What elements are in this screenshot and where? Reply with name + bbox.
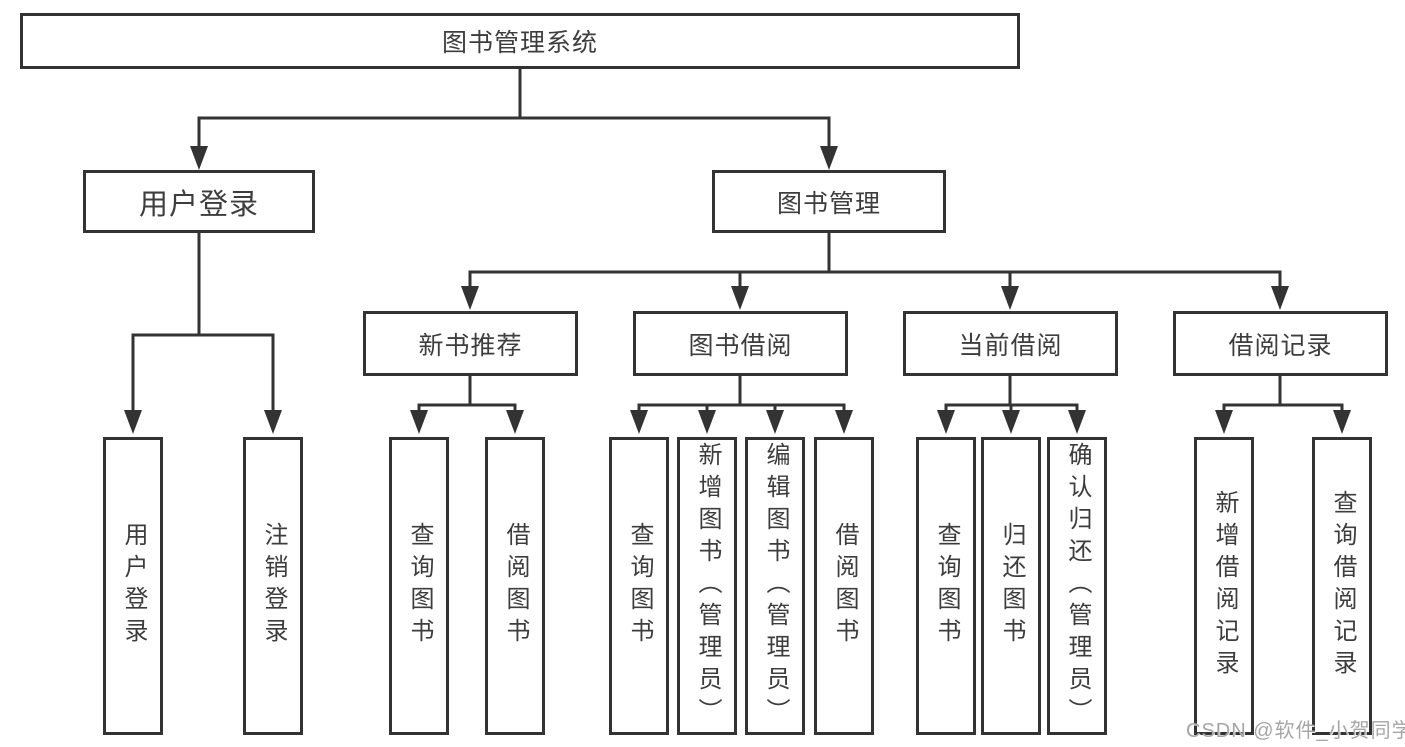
leaf-user-login: 用户登录 bbox=[103, 437, 163, 735]
node-label: 图书管理 bbox=[776, 189, 881, 218]
leaf-query-books-borrowing: 查询图书 bbox=[609, 437, 669, 735]
leaf-logout: 注销登录 bbox=[243, 437, 303, 735]
leaf-confirm-return-admin: 确认归还（管理员） bbox=[1047, 437, 1107, 735]
leaf-query-books-recommend: 查询图书 bbox=[389, 437, 449, 735]
node-label: 查询借阅记录 bbox=[1329, 490, 1356, 682]
node-label: 新增借阅记录 bbox=[1211, 490, 1238, 682]
node-library-management-system: 图书管理系统 bbox=[20, 13, 1020, 69]
node-book-borrowing: 图书借阅 bbox=[633, 311, 848, 376]
leaf-edit-books-admin: 编辑图书（管理员） bbox=[745, 437, 805, 735]
node-borrowing-records: 借阅记录 bbox=[1173, 311, 1388, 376]
node-label: 新增图书（管理员） bbox=[694, 442, 721, 730]
node-label: 图书借阅 bbox=[688, 331, 793, 360]
leaf-query-books-current: 查询图书 bbox=[916, 437, 976, 735]
node-label: 用户登录 bbox=[120, 522, 147, 650]
csdn-watermark: CSDN @软件_小贺同学 bbox=[1186, 720, 1405, 742]
leaf-query-borrow-record: 查询借阅记录 bbox=[1312, 437, 1372, 735]
leaf-return-books: 归还图书 bbox=[981, 437, 1041, 735]
node-label: 查询图书 bbox=[626, 522, 653, 650]
node-label: 用户登录 bbox=[138, 188, 259, 221]
node-label: 新书推荐 bbox=[418, 331, 523, 360]
node-label: 图书管理系统 bbox=[441, 29, 598, 57]
node-current-borrowing: 当前借阅 bbox=[903, 311, 1118, 376]
leaf-add-books-admin: 新增图书（管理员） bbox=[677, 437, 737, 735]
node-label: 当前借阅 bbox=[958, 331, 1063, 360]
node-label: 编辑图书（管理员） bbox=[762, 442, 789, 730]
leaf-borrow-books: 借阅图书 bbox=[814, 437, 874, 735]
node-book-management: 图书管理 bbox=[712, 170, 946, 233]
node-new-book-recommendation: 新书推荐 bbox=[363, 311, 578, 376]
node-label: 借阅记录 bbox=[1228, 331, 1333, 360]
node-label: 归还图书 bbox=[998, 522, 1025, 650]
node-label: 借阅图书 bbox=[502, 522, 529, 650]
leaf-add-borrow-record: 新增借阅记录 bbox=[1194, 437, 1254, 735]
leaf-borrow-books-recommend: 借阅图书 bbox=[485, 437, 545, 735]
node-label: 查询图书 bbox=[406, 522, 433, 650]
node-user-login: 用户登录 bbox=[83, 170, 315, 233]
node-label: 查询图书 bbox=[933, 522, 960, 650]
node-label: 借阅图书 bbox=[831, 522, 858, 650]
node-label: 确认归还（管理员） bbox=[1064, 442, 1091, 730]
node-label: 注销登录 bbox=[260, 522, 287, 650]
